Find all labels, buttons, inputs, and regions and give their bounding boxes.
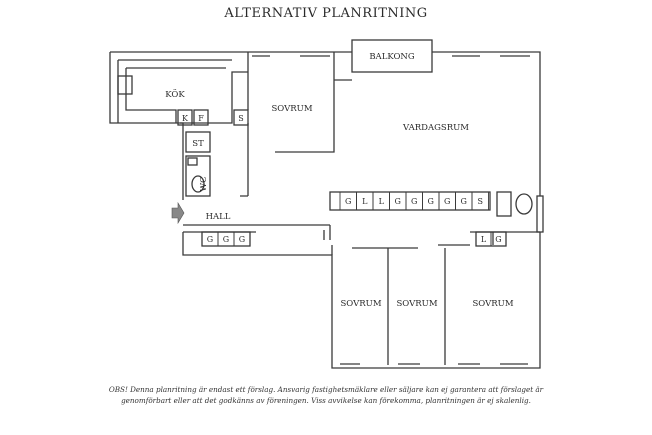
hall-wardrobes-label: G (239, 235, 245, 244)
wc-sink (187, 157, 198, 166)
toilet (191, 175, 205, 193)
bath-shelves-label: L (481, 235, 487, 244)
closet-box (185, 131, 211, 153)
entrance-arrow-icon (171, 201, 185, 225)
corridor-wardrobes-label: L (379, 197, 385, 206)
bathtub (496, 191, 512, 217)
plan-title: ALTERNATIV PLANRITNING (224, 6, 428, 21)
storage-box (233, 109, 249, 126)
fixture-label-fridge: K (182, 114, 189, 123)
wc-box (185, 155, 211, 197)
room-label-bedroom-2: SOVRUM (340, 299, 381, 309)
bath-window (536, 195, 544, 233)
room-label-living: VARDAGSRUM (402, 123, 469, 133)
corridor-wardrobes-label: G (428, 197, 434, 206)
room-label-balcony: BALKONG (369, 52, 415, 62)
corridor-wardrobes-label: G (411, 197, 417, 206)
room-label-bedroom-1: SOVRUM (271, 104, 312, 114)
windows (252, 55, 530, 365)
bath-sink (515, 193, 533, 215)
corridor-wardrobes-label: S (478, 197, 483, 206)
room-label-bedroom-4: SOVRUM (472, 299, 513, 309)
corridor-wardrobes-label: G (461, 197, 467, 206)
bath-shelves-label: G (495, 235, 501, 244)
corridor-wardrobes-label: G (345, 197, 351, 206)
corridor-wardrobes-label: G (444, 197, 450, 206)
stove (117, 75, 133, 95)
outer-wall (109, 51, 541, 369)
balcony-outline (351, 39, 433, 73)
fridge-box (177, 109, 193, 126)
freezer-box (193, 109, 209, 126)
room-label-closet: ST (192, 139, 204, 149)
fixture-label-storage: S (238, 114, 243, 123)
hall-wardrobes-label: G (223, 235, 229, 244)
fixture-label-freezer: F (198, 114, 204, 123)
corridor-wardrobes-cell (471, 191, 489, 211)
interior-walls (180, 52, 540, 365)
corridor-wardrobes-label: G (395, 197, 401, 206)
hall-wardrobes-label: G (207, 235, 213, 244)
bath-shelves-cell (490, 231, 507, 247)
room-label-bedroom-3: SOVRUM (396, 299, 437, 309)
hall-wardrobes-cell (233, 231, 251, 247)
corridor-wardrobes-label: L (362, 197, 368, 206)
room-label-wc: WC (199, 176, 209, 191)
room-label-hall: HALL (206, 212, 231, 222)
disclaimer-note: OBS! Denna planritning är endast ett för… (108, 385, 544, 405)
room-label-kitchen: KÖK (165, 88, 185, 100)
